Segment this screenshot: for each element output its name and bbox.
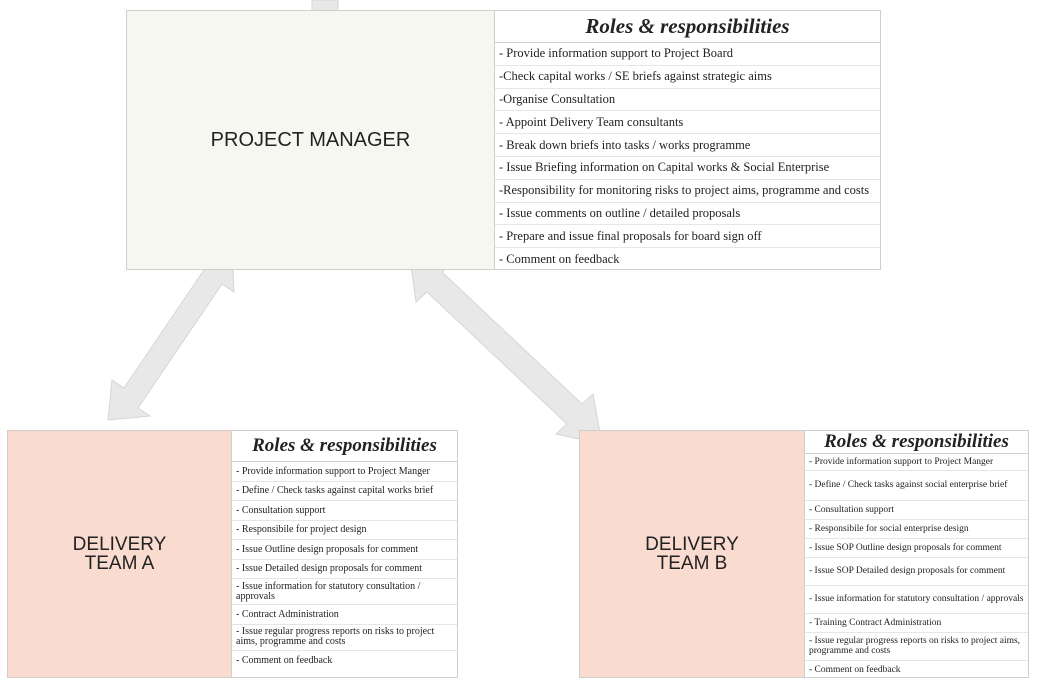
- delivery-team-b-roles-panel: Roles & responsibilities - Provide infor…: [804, 430, 1029, 678]
- delivery-team-b-roles-list: - Provide information support to Project…: [805, 454, 1028, 679]
- role-item: - Comment on feedback: [236, 654, 333, 666]
- role-item: - Responsibile for project design: [232, 521, 457, 540]
- arrow-manager-team-a: [107, 243, 235, 421]
- role-item: - Comment on feedback: [809, 665, 901, 675]
- role-item: - Break down briefs into tasks / works p…: [495, 134, 880, 157]
- double-arrow-manager-team-a: [107, 243, 235, 421]
- role-item: - Provide information support to Project…: [495, 43, 880, 66]
- role-item: - Responsibile for social enterprise des…: [805, 520, 1028, 539]
- delivery-team-a-roles-list: - Provide information support to Project…: [232, 462, 457, 670]
- project-manager-box: PROJECT MANAGER: [126, 10, 495, 270]
- double-arrow-manager-team-b: [408, 251, 603, 445]
- role-item: - Issue regular progress reports on risk…: [805, 633, 1028, 661]
- delivery-team-a-box: DELIVERY TEAM A: [7, 430, 232, 678]
- role-item: - Provide information support to Project…: [805, 454, 1028, 471]
- role-item: -Organise Consultation: [495, 89, 880, 112]
- role-item: - Issue Briefing information on Capital …: [495, 157, 880, 180]
- delivery-team-a-label: DELIVERY TEAM A: [73, 535, 167, 573]
- role-item: - Appoint Delivery Team consultants: [495, 111, 880, 135]
- role-item: - Issue Detailed design proposals for co…: [232, 560, 457, 579]
- delivery-team-a-label-line2: TEAM A: [84, 553, 155, 574]
- role-item: - Define / Check tasks against capital w…: [232, 482, 457, 501]
- project-manager-label: PROJECT MANAGER: [210, 129, 411, 151]
- role-item: - Issue SOP Detailed design proposals fo…: [805, 558, 1028, 586]
- delivery-team-b-box: DELIVERY TEAM B: [579, 430, 805, 678]
- role-item: - Training Contract Administration: [805, 614, 1028, 633]
- role-item: - Issue SOP Outline design proposals for…: [805, 539, 1028, 558]
- role-item: - Issue Outline design proposals for com…: [232, 540, 457, 560]
- delivery-team-b-label: DELIVERY TEAM B: [645, 535, 739, 573]
- role-item: - Consultation support: [232, 501, 457, 521]
- project-manager-roles-title: Roles & responsibilities: [495, 11, 880, 43]
- role-item: - Provide information support to Project…: [232, 462, 457, 482]
- role-item: - Contract Administration: [232, 605, 457, 625]
- role-item: - Comment on feedback: [499, 252, 620, 267]
- role-item: - Issue comments on outline / detailed p…: [495, 203, 880, 226]
- role-item: - Define / Check tasks against social en…: [805, 471, 1028, 501]
- delivery-team-a-label-line1: DELIVERY: [72, 534, 167, 555]
- role-item: - Issue information for statutory consul…: [232, 579, 457, 605]
- role-item: - Issue regular progress reports on risk…: [232, 625, 457, 651]
- delivery-team-b-roles-title: Roles & responsibilities: [805, 431, 1028, 454]
- project-manager-roles-list: - Provide information support to Project…: [495, 43, 880, 271]
- delivery-team-b-label-line2: TEAM B: [656, 553, 728, 574]
- delivery-team-a-roles-title: Roles & responsibilities: [232, 431, 457, 462]
- delivery-team-a-roles-panel: Roles & responsibilities - Provide infor…: [231, 430, 458, 678]
- project-manager-roles-panel: Roles & responsibilities - Provide infor…: [494, 10, 881, 270]
- role-item: - Issue information for statutory consul…: [805, 586, 1028, 614]
- role-item: -Check capital works / SE briefs against…: [495, 66, 880, 89]
- role-item: - Consultation support: [805, 501, 1028, 520]
- role-item: -Responsibility for monitoring risks to …: [495, 180, 880, 203]
- arrow-manager-team-b: [408, 251, 603, 445]
- role-item: - Prepare and issue final proposals for …: [495, 225, 880, 249]
- delivery-team-b-label-line1: DELIVERY: [645, 534, 739, 555]
